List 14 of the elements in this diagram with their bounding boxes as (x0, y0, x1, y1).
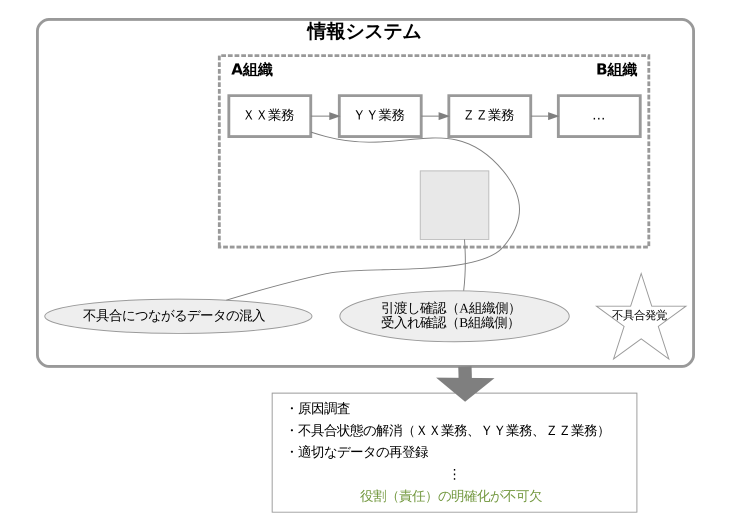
node-box (420, 170, 490, 240)
node-box: ＸＸ業務 (227, 94, 312, 138)
node-box: ＹＹ業務 (338, 94, 423, 138)
arrow (530, 112, 560, 120)
node-ellipse: 不具合につながるデータの混入 (44, 298, 312, 334)
arrow (420, 112, 450, 120)
connector (463, 239, 466, 291)
node-box: ・原因調査 ・不具合状態の解消（ＸＸ業務、ＹＹ業務、ＺＺ業務） ・適切なデータの再登録 ⋮ 役割（責任）の明確化が不可欠 (272, 392, 638, 513)
node-box: … (556, 94, 642, 138)
connector (226, 132, 520, 301)
node-ellipse: 引渡し確認（A組織側） 受入れ確認（B組織側） (339, 290, 570, 342)
arrow (310, 112, 341, 120)
node-box: ＺＺ業務 (447, 94, 532, 138)
arrow (436, 366, 494, 402)
